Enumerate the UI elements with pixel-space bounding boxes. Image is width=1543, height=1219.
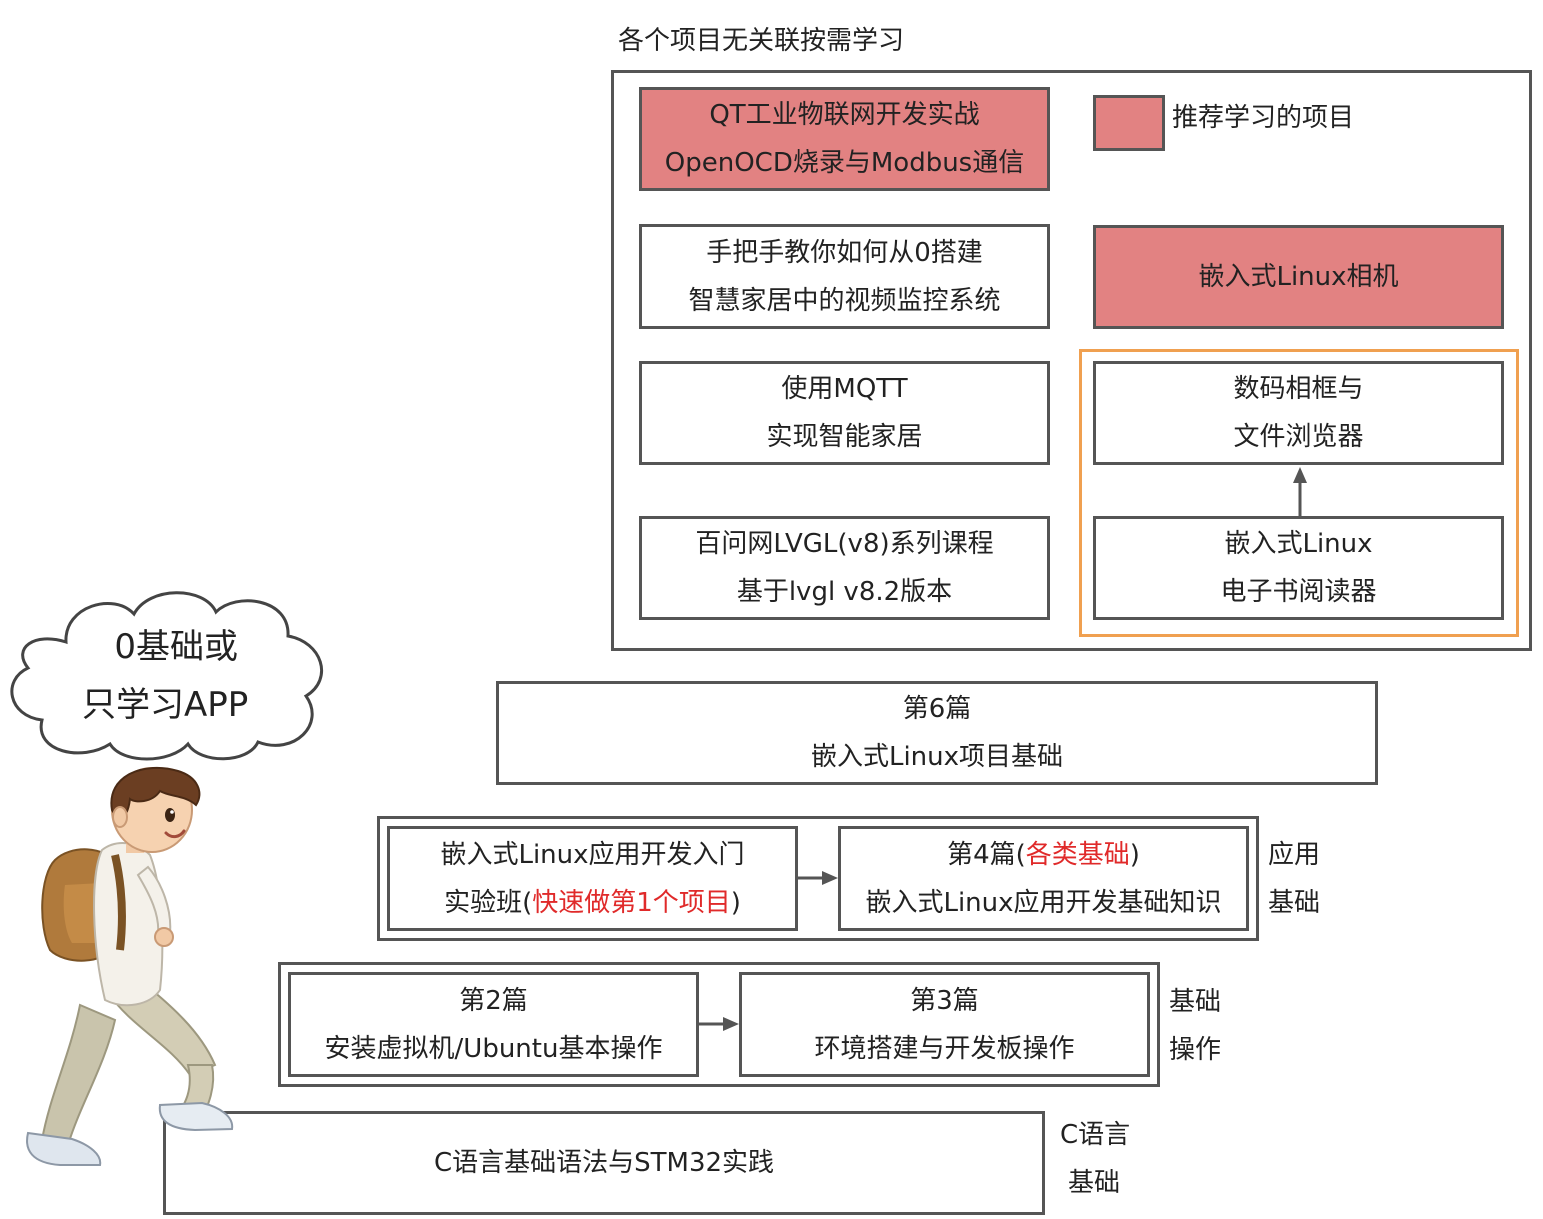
part3-line1: 第3篇 (910, 985, 979, 1016)
c-layer-label-line1: C语言 (1060, 1120, 1131, 1150)
cloud-text: 0基础或 只学习APP (82, 618, 248, 734)
part3-box[interactable]: 第3篇 环境搭建与开发板操作 (739, 972, 1150, 1077)
project-linux-camera-line1: 嵌入式Linux相机 (1198, 262, 1399, 292)
part4-line1-post: ) (1129, 839, 1140, 870)
part6-line2: 嵌入式Linux项目基础 (810, 742, 1064, 772)
project-qt-iot-line2: OpenOCD烧录与Modbus通信 (664, 148, 1025, 178)
project-ebook-line1: 嵌入式Linux (1224, 529, 1373, 559)
project-video-monitor-line1: 手把手教你如何从0搭建 (706, 237, 983, 268)
project-lvgl-line1: 百问网LVGL(v8)系列课程 (695, 529, 994, 559)
part4-line2: 嵌入式Linux应用开发基础知识 (865, 887, 1222, 918)
project-linux-camera[interactable]: 嵌入式Linux相机 (1093, 225, 1504, 329)
app-intro-line1: 嵌入式Linux应用开发入门 (440, 839, 745, 870)
project-mqtt-line1: 使用MQTT (781, 374, 908, 404)
part6-box[interactable]: 第6篇 嵌入式Linux项目基础 (496, 681, 1378, 785)
part4-box[interactable]: 第4篇(各类基础) 嵌入式Linux应用开发基础知识 (838, 826, 1249, 931)
c-language-box[interactable]: C语言基础语法与STM32实践 (163, 1111, 1045, 1215)
part2-line1: 第2篇 (459, 985, 528, 1016)
project-qt-iot[interactable]: QT工业物联网开发实战 OpenOCD烧录与Modbus通信 (639, 87, 1050, 191)
linked-projects-frame (1079, 349, 1519, 637)
app-layer-label-line1: 应用 (1268, 840, 1321, 870)
project-mqtt[interactable]: 使用MQTT 实现智能家居 (639, 361, 1050, 465)
project-photo-frame[interactable]: 数码相框与 文件浏览器 (1093, 361, 1504, 465)
arrow-intro-to-part4 (798, 871, 838, 885)
cloud-text-line2: 只学习APP (82, 685, 249, 725)
basic-layer-frame (278, 962, 1160, 1087)
arrow-ebook-to-photo-frame (1293, 467, 1307, 517)
part6-line1: 第6篇 (902, 694, 972, 724)
basic-layer-label: 基础 操作 (1169, 978, 1221, 1074)
cloud-text-line1: 0基础或 (114, 627, 238, 667)
project-lvgl-line2: 基于lvgl v8.2版本 (736, 577, 953, 607)
c-layer-label-line2: 基础 (1068, 1168, 1121, 1198)
app-intro-line2-post: ) (730, 887, 741, 918)
legend-label: 推荐学习的项目 (1172, 103, 1355, 133)
section-title: 各个项目无关联按需学习 (618, 26, 905, 56)
app-layer-label-line2: 基础 (1268, 888, 1321, 918)
project-qt-iot-line1: QT工业物联网开发实战 (709, 100, 980, 130)
student-climbing-illustration (26, 766, 234, 1166)
app-intro-line2: 实验班(快速做第1个项目) (444, 879, 741, 927)
c-layer-label: C语言 基础 (1060, 1111, 1130, 1207)
part2-line2: 安装虚拟机/Ubuntu基本操作 (324, 1033, 663, 1064)
basic-layer-label-line1: 基础 (1169, 987, 1222, 1017)
project-photo-frame-line1: 数码相框与 (1233, 374, 1364, 404)
projects-frame (611, 70, 1532, 651)
app-intro-box[interactable]: 嵌入式Linux应用开发入门 实验班(快速做第1个项目) (387, 826, 798, 931)
project-lvgl[interactable]: 百问网LVGL(v8)系列课程 基于lvgl v8.2版本 (639, 516, 1050, 620)
part3-line2: 环境搭建与开发板操作 (814, 1033, 1075, 1064)
c-language-box-text: C语言基础语法与STM32实践 (433, 1148, 775, 1178)
project-video-monitor[interactable]: 手把手教你如何从0搭建 智慧家居中的视频监控系统 (639, 224, 1050, 329)
arrow-part2-to-part3 (699, 1017, 739, 1031)
basic-layer-label-line2: 操作 (1169, 1035, 1222, 1065)
part4-line1-pre: 第4篇( (947, 839, 1026, 870)
app-layer-label: 应用 基础 (1268, 831, 1320, 927)
project-video-monitor-line2: 智慧家居中的视频监控系统 (688, 285, 1001, 316)
project-ebook[interactable]: 嵌入式Linux 电子书阅读器 (1093, 516, 1504, 620)
project-photo-frame-line2: 文件浏览器 (1233, 422, 1364, 452)
cloud-bubble (10, 591, 324, 761)
part4-line1-emphasis: 各类基础 (1025, 839, 1130, 870)
project-mqtt-line2: 实现智能家居 (766, 422, 923, 452)
app-intro-line2-emphasis: 快速做第1个项目 (532, 887, 731, 918)
part2-box[interactable]: 第2篇 安装虚拟机/Ubuntu基本操作 (288, 972, 699, 1077)
app-intro-line2-pre: 实验班( (444, 887, 533, 918)
legend-swatch (1093, 95, 1165, 151)
part4-line1: 第4篇(各类基础) (947, 831, 1140, 879)
app-layer-frame (377, 816, 1259, 941)
project-ebook-line2: 电子书阅读器 (1220, 577, 1377, 607)
